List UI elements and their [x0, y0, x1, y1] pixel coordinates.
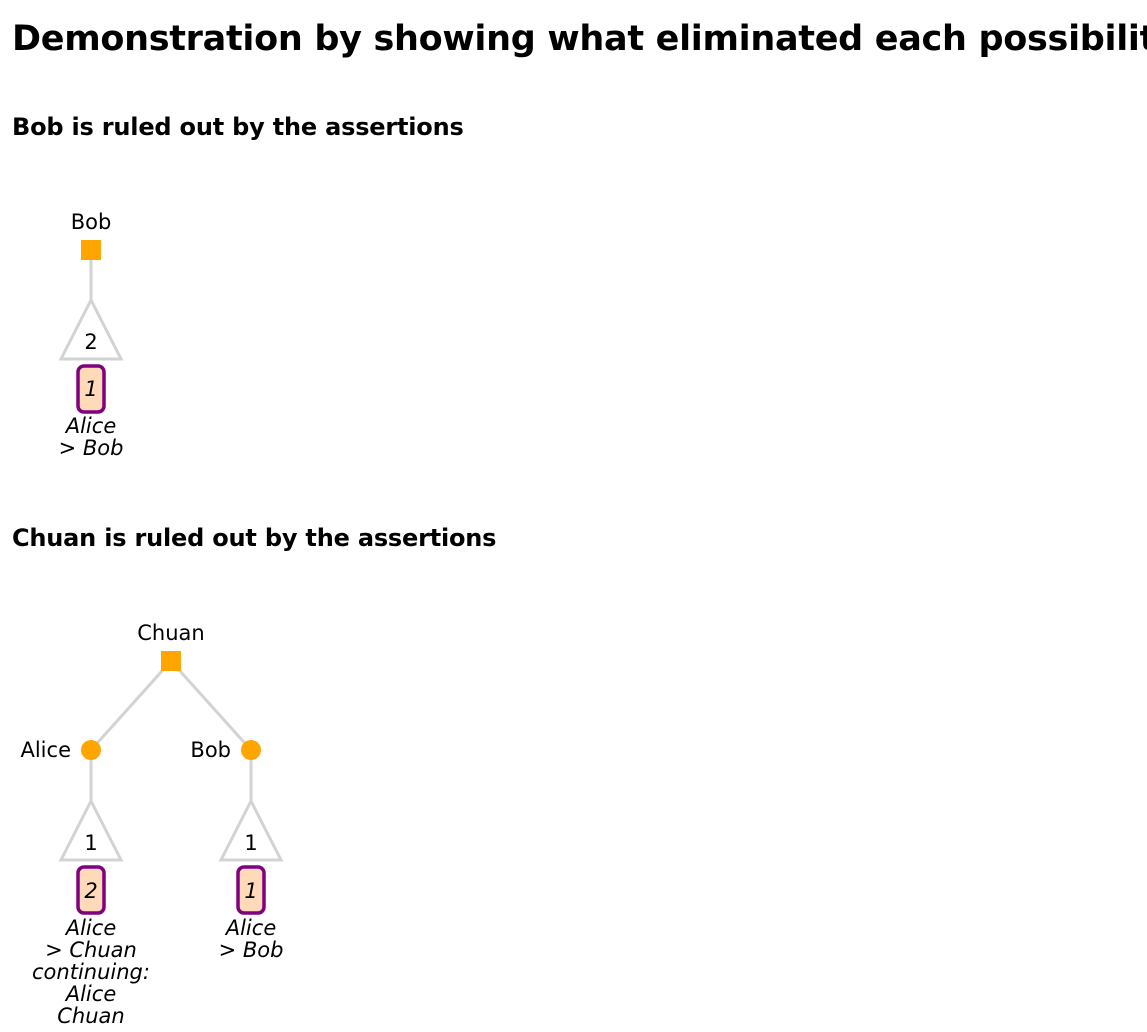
root-node-square [161, 651, 181, 671]
assertion-number: 2 [84, 879, 97, 903]
child-node-circle-bob [241, 740, 261, 760]
child-node-circle-alice [81, 740, 101, 760]
tree-edge [89, 659, 173, 752]
assertion-text-line: Alice [64, 414, 117, 438]
child-node-label-bob: Bob [190, 738, 231, 762]
subtree-triangle [58, 296, 124, 361]
root-node-label: Bob [71, 210, 112, 234]
child-node-label-alice: Alice [20, 738, 71, 762]
section-heading-bob: Bob is ruled out by the assertions [12, 113, 464, 141]
assertion-badge [236, 865, 266, 915]
assertion-text-line: > Chuan [45, 938, 137, 962]
root-node-square [81, 240, 101, 260]
assertion-text-line: > Bob [59, 436, 124, 460]
assertion-text-line: > Bob [219, 938, 284, 962]
assertion-text-line: Alice [64, 982, 117, 1006]
subtree-triangle [58, 797, 124, 862]
assertion-badge [76, 865, 106, 915]
assertion-badge [76, 364, 106, 414]
subtree-count: 2 [84, 330, 97, 354]
assertion-text-line: Chuan [57, 1004, 124, 1028]
subtree-count: 1 [244, 831, 257, 855]
elimination-tree-bob: Bob 2 1 Alice > Bob [58, 210, 124, 460]
subtree-triangle [218, 797, 284, 862]
page-title: Demonstration by showing what eliminated… [12, 19, 1147, 59]
assertion-number: 1 [84, 377, 97, 401]
assertion-text-line: Alice [224, 916, 277, 940]
subtree-count: 1 [84, 831, 97, 855]
assertion-text-line: Alice [64, 916, 117, 940]
tree-edge [169, 659, 253, 752]
elimination-tree-chuan: Chuan Alice 1 2 Alice > Chuan continuing… [20, 621, 284, 1028]
root-node-label: Chuan [137, 621, 204, 645]
assertion-text-line: continuing: [32, 960, 150, 984]
assertion-number: 1 [244, 879, 257, 903]
section-heading-chuan: Chuan is ruled out by the assertions [12, 524, 497, 552]
